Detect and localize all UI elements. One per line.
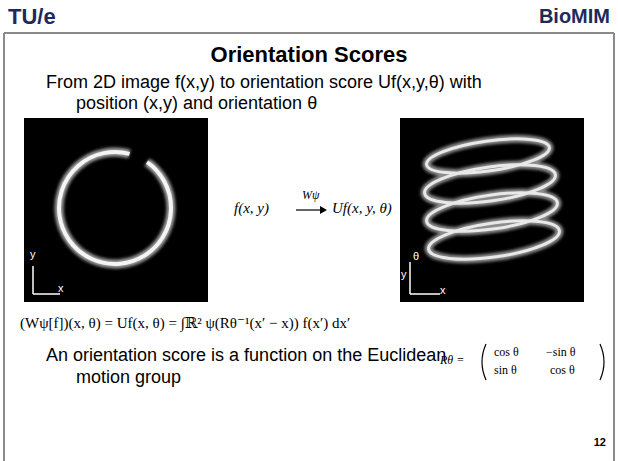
matrix-label: Rθ = — [440, 353, 464, 368]
image-panel — [400, 118, 584, 302]
matrix-cell: sin θ — [494, 363, 517, 378]
header-rule — [4, 32, 614, 34]
axis-line — [32, 266, 34, 294]
helix-glow — [422, 133, 561, 267]
subtitle: From 2D image f(x,y) to orientation scor… — [46, 72, 516, 114]
circle-glow — [59, 152, 171, 264]
image-panel — [24, 118, 208, 302]
axis-label: x — [440, 284, 446, 296]
axis-line — [33, 293, 60, 295]
matrix-cell: −sin θ — [546, 345, 576, 360]
axis-label: x — [58, 282, 64, 294]
formula: Uf(x, y, θ) — [332, 200, 392, 217]
statement: An orientation score is a function on th… — [46, 344, 466, 388]
circle-image — [59, 152, 171, 264]
axis-line — [410, 293, 440, 295]
helix-image — [422, 133, 561, 267]
axis-line — [409, 262, 411, 294]
frame-line — [3, 33, 5, 461]
axis-label: y — [401, 268, 407, 280]
page-number: 12 — [594, 436, 606, 448]
matrix-cell: cos θ — [550, 363, 575, 378]
matrix-bracket — [600, 344, 604, 380]
axis-label: y — [30, 248, 36, 260]
group-name: BioMIM — [539, 5, 610, 28]
formula: f(x, y) — [234, 200, 269, 217]
slide-title: Orientation Scores — [0, 42, 618, 68]
matrix-cell: cos θ — [494, 345, 519, 360]
integral-formula: (Wψ[f])(x, θ) = Uf(x, θ) = ∫ℝ² ψ(Rθ⁻¹(x′… — [20, 314, 350, 332]
map-arrow — [296, 209, 320, 210]
axis-label: θ — [413, 250, 419, 262]
matrix-bracket — [482, 344, 486, 380]
frame-line — [613, 33, 615, 461]
logo-text: TU/e — [8, 4, 56, 30]
operator-label: Wψ — [302, 188, 319, 203]
map-arrowhead — [320, 206, 327, 214]
